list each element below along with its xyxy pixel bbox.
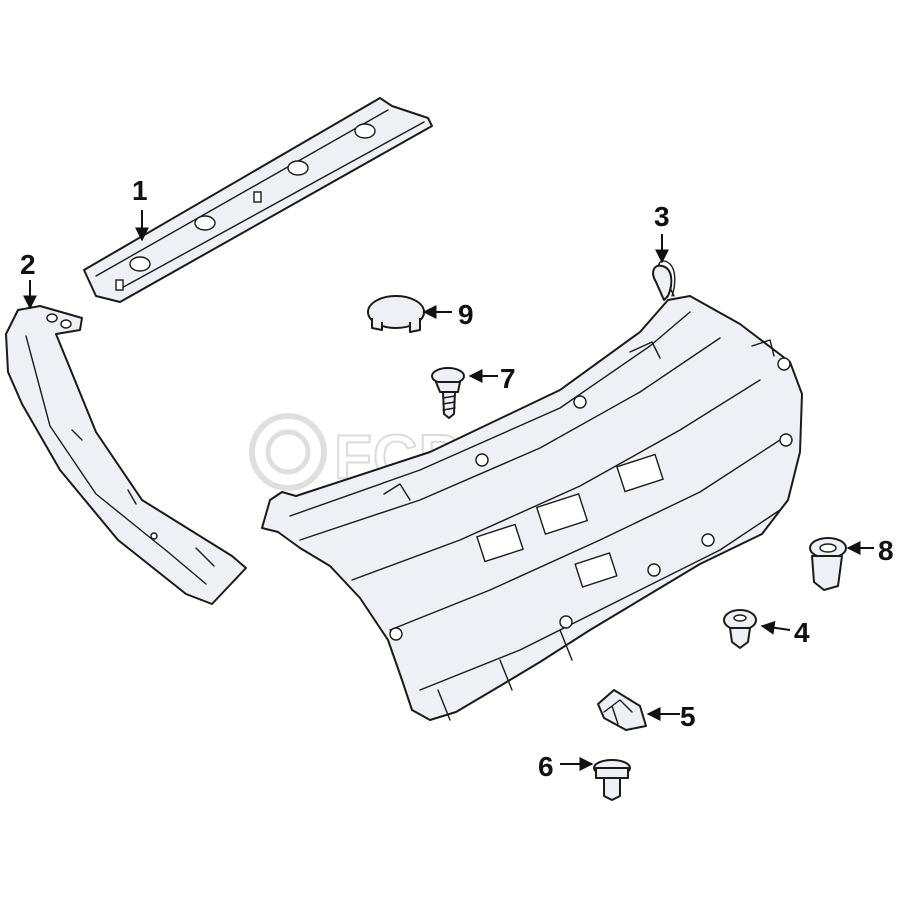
callout-arrows [23, 210, 874, 771]
callout-3: 3 [654, 201, 670, 232]
callout-numbers: 1 2 3 4 5 6 7 8 9 [20, 175, 894, 782]
push-clip [723, 609, 757, 649]
arrow-4 [760, 620, 791, 635]
callout-5: 5 [680, 701, 696, 732]
upper-trim-strip [83, 97, 433, 303]
grommet [809, 537, 847, 591]
callout-9: 9 [458, 299, 474, 330]
callout-4: 4 [794, 617, 810, 648]
callout-6: 6 [538, 751, 554, 782]
cap [367, 295, 425, 333]
callout-1: 1 [132, 175, 148, 206]
callout-7: 7 [500, 363, 516, 394]
screw [431, 367, 465, 419]
hinge-clip [652, 264, 673, 301]
callout-8: 8 [878, 535, 894, 566]
liftgate-trim-panel [261, 260, 803, 721]
side-pillar-trim [5, 305, 247, 605]
bolt [593, 759, 631, 801]
retainer-bracket [597, 689, 647, 731]
callout-2: 2 [20, 249, 36, 280]
